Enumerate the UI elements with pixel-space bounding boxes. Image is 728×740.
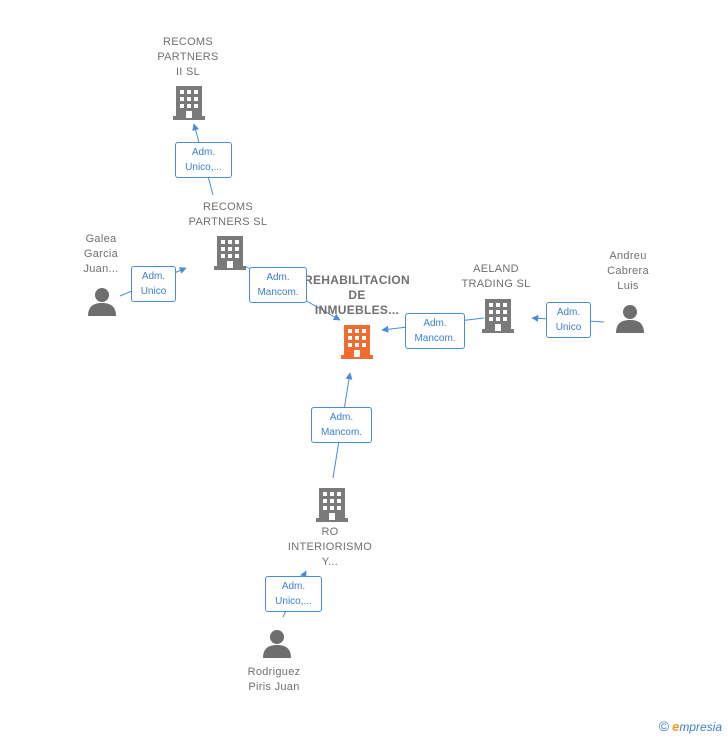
copyright-icon: © — [658, 718, 670, 734]
person-icon[interactable] — [615, 303, 645, 333]
edge-label-adm-mancom[interactable]: Adm. Mancom. — [405, 313, 465, 349]
node-label-aeland-trading[interactable]: AELAND TRADING SL — [461, 263, 531, 290]
node-label-recoms-partners[interactable]: RECOMS PARTNERS SL — [188, 201, 268, 228]
edge-label-adm-unico[interactable]: Adm. Unico — [546, 302, 591, 338]
edge-label-adm-unico[interactable]: Adm. Unico — [131, 266, 176, 302]
node-label-ro-interiorismo[interactable]: RO INTERIORISMO Y... — [287, 526, 373, 568]
brand-initial: e — [672, 719, 680, 734]
edge-label-adm-mancom[interactable]: Adm. Mancom. — [249, 267, 307, 303]
node-label-recoms-partners-ii[interactable]: RECOMS PARTNERS II SL — [157, 36, 219, 78]
building-icon[interactable] — [341, 323, 373, 359]
node-label-rodriguez-piris-juan[interactable]: Rodriguez Piris Juan — [247, 666, 301, 693]
building-icon[interactable] — [173, 84, 205, 120]
edge-label-adm-unico[interactable]: Adm. Unico,... — [265, 576, 322, 612]
edge-label-adm-mancom[interactable]: Adm. Mancom. — [311, 407, 372, 443]
person-icon[interactable] — [262, 628, 292, 658]
node-label-andreu-cabrera-luis[interactable]: Andreu Cabrera Luis — [607, 250, 649, 292]
building-icon[interactable] — [482, 297, 514, 333]
building-icon[interactable] — [214, 234, 246, 270]
brand-name: mpresia — [679, 720, 722, 734]
node-label-galea-garcia-juan[interactable]: Galea Garcia Juan... — [83, 233, 119, 275]
node-label-main-company[interactable]: REHABILITACION DE INMUEBLES... — [304, 273, 410, 317]
edge-label-adm-unico[interactable]: Adm. Unico,... — [175, 142, 232, 178]
empresia-brand[interactable]: ©empresia — [659, 718, 722, 734]
building-icon[interactable] — [316, 486, 348, 522]
person-icon[interactable] — [87, 286, 117, 316]
